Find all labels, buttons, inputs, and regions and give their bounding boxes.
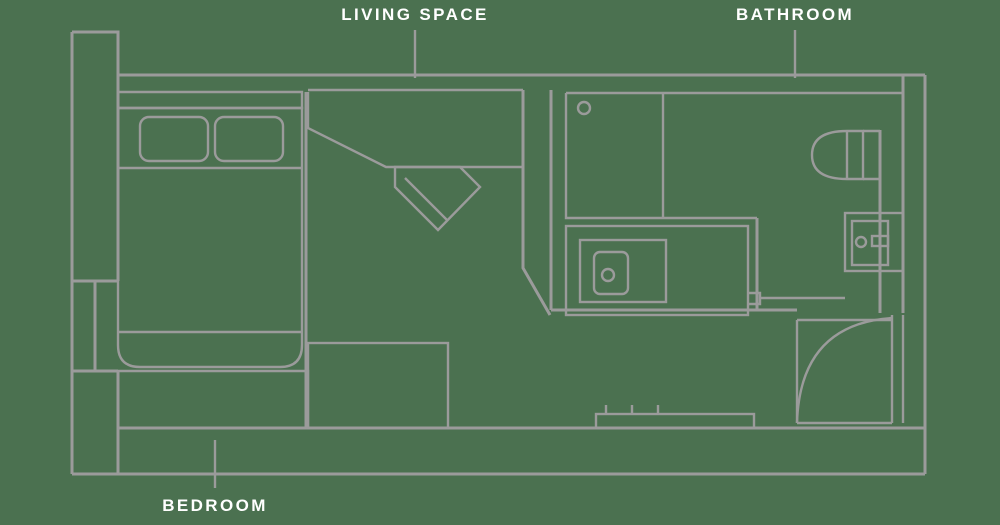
partition-living-bath	[521, 90, 552, 316]
wall-sink-drain-icon	[854, 235, 868, 249]
bedroom-fixtures	[116, 90, 450, 430]
armchair	[393, 165, 482, 232]
bench-bedroom	[118, 369, 310, 428]
entry-door	[795, 315, 905, 425]
basin-drain-icon	[600, 267, 616, 283]
wall-sink	[843, 211, 905, 273]
door-swing-arc	[795, 316, 893, 424]
bed-outline	[116, 106, 304, 369]
basin	[592, 250, 630, 296]
label-leaders	[213, 30, 797, 488]
vanity-counter	[564, 224, 845, 317]
room-label-living-space: LIVING SPACE	[341, 5, 489, 24]
wardrobe	[306, 341, 450, 430]
room-label-bedroom: BEDROOM	[162, 496, 268, 515]
pillow-left	[138, 115, 210, 163]
bathroom-fixtures	[551, 75, 905, 425]
shower-drain-icon	[576, 100, 592, 116]
pillow-right	[213, 115, 285, 163]
living-space-fixtures	[304, 88, 756, 430]
exterior-walls	[70, 30, 927, 476]
headboard	[118, 90, 304, 110]
desk-console	[594, 405, 756, 430]
room-label-bathroom: BATHROOM	[735, 5, 855, 24]
shower	[564, 91, 903, 220]
angled-soffit	[306, 92, 523, 169]
toilet	[810, 129, 880, 181]
